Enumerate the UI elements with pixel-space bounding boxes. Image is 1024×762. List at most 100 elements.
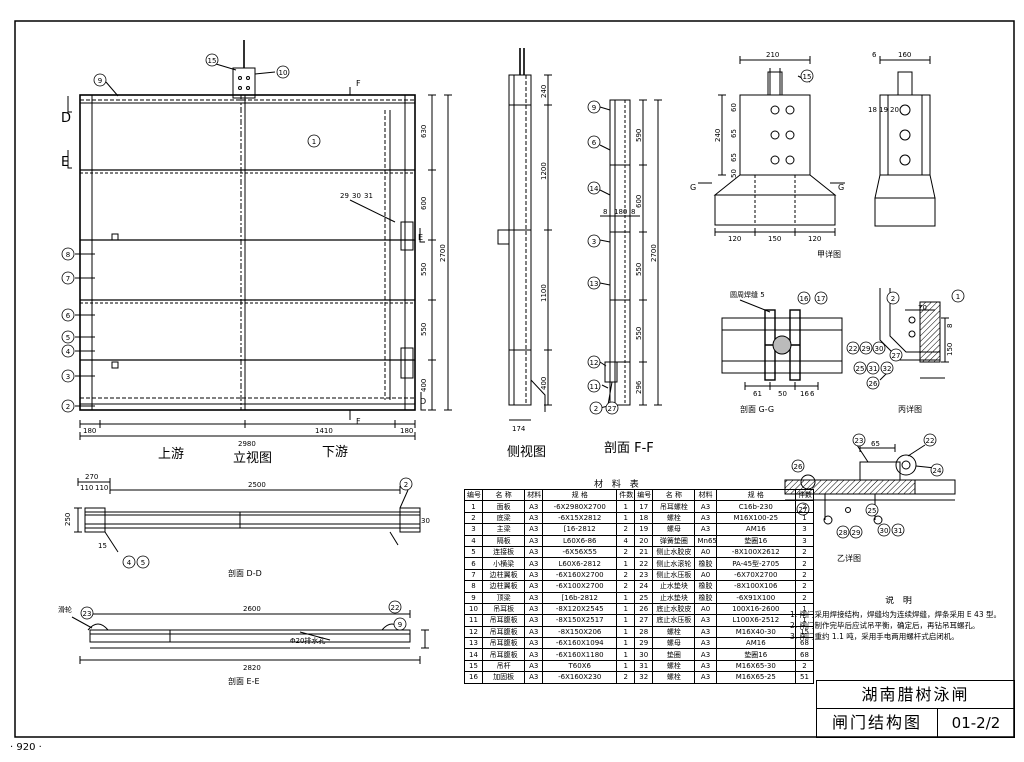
materials-cell: 2 <box>794 557 815 570</box>
materials-cell: 1 <box>616 602 636 616</box>
materials-cell: A3 <box>524 671 544 684</box>
materials-cell: 侧止水压板 <box>652 568 696 582</box>
materials-cell: 2 <box>616 568 636 582</box>
section-mark-f-bottom: F <box>356 417 361 426</box>
materials-cell: 2 <box>464 511 483 525</box>
section-dd <box>74 478 421 553</box>
materials-cell: A3 <box>694 671 717 684</box>
materials-cell: 弹簧垫圈 <box>652 534 696 547</box>
materials-cell: 51 <box>794 671 815 684</box>
svg-text:400: 400 <box>540 377 548 390</box>
materials-cell: 顶梁 <box>481 591 526 604</box>
materials-cell: [16-2812 <box>542 523 618 536</box>
materials-cell: 橡胶 <box>694 557 717 570</box>
callout-7: 7 <box>66 275 70 283</box>
detail-y <box>784 441 956 525</box>
materials-cell: PA-45型-2705 <box>715 557 796 570</box>
a-callout-15: 15 <box>803 73 812 81</box>
ff-callout-9: 9 <box>592 104 596 112</box>
materials-cell: A3 <box>524 511 544 525</box>
materials-cell: M16X65-25 <box>715 671 796 684</box>
downstream-label: 下游 <box>322 445 348 460</box>
materials-cell: 26 <box>634 602 654 616</box>
materials-header-cell: 编号 <box>464 488 483 502</box>
materials-cell: -8X150X206 <box>542 625 618 639</box>
materials-cell: 螺栓 <box>652 511 696 525</box>
page-number: · 920 · <box>10 742 42 753</box>
svg-text:30: 30 <box>352 192 361 200</box>
materials-cell: M16X100-25 <box>715 511 796 525</box>
materials-cell: A3 <box>524 602 544 616</box>
svg-text:6: 6 <box>872 51 877 59</box>
svg-text:2700: 2700 <box>650 244 658 262</box>
materials-cell: 1 <box>794 602 815 616</box>
y-callout-22: 22 <box>926 437 935 445</box>
svg-text:180: 180 <box>400 427 413 435</box>
materials-cell: 32 <box>634 671 654 684</box>
callout-8: 8 <box>66 251 70 259</box>
side-view-title: 侧视图 <box>507 445 546 460</box>
materials-cell: 螺栓 <box>652 659 696 673</box>
materials-cell: 垫圈 <box>652 648 696 661</box>
materials-cell: A3 <box>694 614 717 627</box>
section-mark-d: D <box>61 111 71 126</box>
ff-callout-14: 14 <box>590 185 599 193</box>
materials-cell: 垫圈16 <box>715 648 796 661</box>
materials-header-cell: 规 格 <box>715 488 796 502</box>
dd-dimensions: 2500 270 110 110 250 15 30 <box>64 473 430 550</box>
materials-cell: 面板 <box>481 500 526 513</box>
materials-cell: A3 <box>694 523 717 536</box>
callout-9: 9 <box>98 77 102 85</box>
materials-title: 材 料 表 <box>594 480 642 490</box>
materials-cell: AM16 <box>715 637 796 650</box>
ff-callout-13: 13 <box>590 280 599 288</box>
b-callout-31: 31 <box>869 365 878 373</box>
svg-text:50: 50 <box>778 390 787 398</box>
section-mark-e-right: E <box>418 233 423 242</box>
a-side-callout-20: 20 <box>890 106 899 114</box>
svg-text:550: 550 <box>635 327 643 340</box>
materials-cell: A3 <box>524 523 544 536</box>
detail-a-title: 甲详图 <box>817 249 841 259</box>
svg-text:120: 120 <box>728 235 741 243</box>
svg-text:1410: 1410 <box>315 427 333 435</box>
section-mark-g-right: G <box>838 183 844 192</box>
section-ee <box>71 610 429 664</box>
svg-text:8: 8 <box>946 324 954 328</box>
svg-text:600: 600 <box>635 195 643 208</box>
materials-cell: 侧止水胶皮 <box>652 545 696 559</box>
note-item: 1. 闸门采用焊接结构，焊缝均为连续焊缝，焊条采用 E 43 型。 <box>790 610 1001 619</box>
upstream-label: 上游 <box>158 447 184 462</box>
y-callout-28: 28 <box>839 529 848 537</box>
materials-cell: -6X160X1180 <box>542 648 618 661</box>
materials-cell: 吊耳腹板 <box>481 625 526 639</box>
materials-cell: 27 <box>634 614 654 627</box>
callout-3: 3 <box>66 373 70 381</box>
materials-cell: A3 <box>524 557 544 570</box>
b-callout-26: 26 <box>869 380 878 388</box>
materials-cell: 17 <box>634 500 654 513</box>
materials-cell: 15 <box>794 625 815 639</box>
svg-text:2700: 2700 <box>439 244 447 262</box>
materials-cell: 垫圈16 <box>715 534 796 547</box>
ee-callout-22: 22 <box>391 604 400 612</box>
side-view <box>497 48 552 421</box>
callout-numbers: 15 10 9 1 8 7 6 5 4 3 2 9 6 14 3 13 12 1… <box>66 57 960 629</box>
materials-cell: 止水垫块 <box>652 591 696 604</box>
materials-cell: 8 <box>464 580 483 593</box>
b-callout-25: 25 <box>856 365 865 373</box>
detail-b <box>879 288 949 381</box>
b-callout-22: 22 <box>849 345 858 353</box>
materials-cell: 1 <box>616 557 636 570</box>
materials-cell: 9 <box>464 591 483 604</box>
svg-text:1100: 1100 <box>540 284 548 302</box>
svg-text:2600: 2600 <box>243 605 261 613</box>
